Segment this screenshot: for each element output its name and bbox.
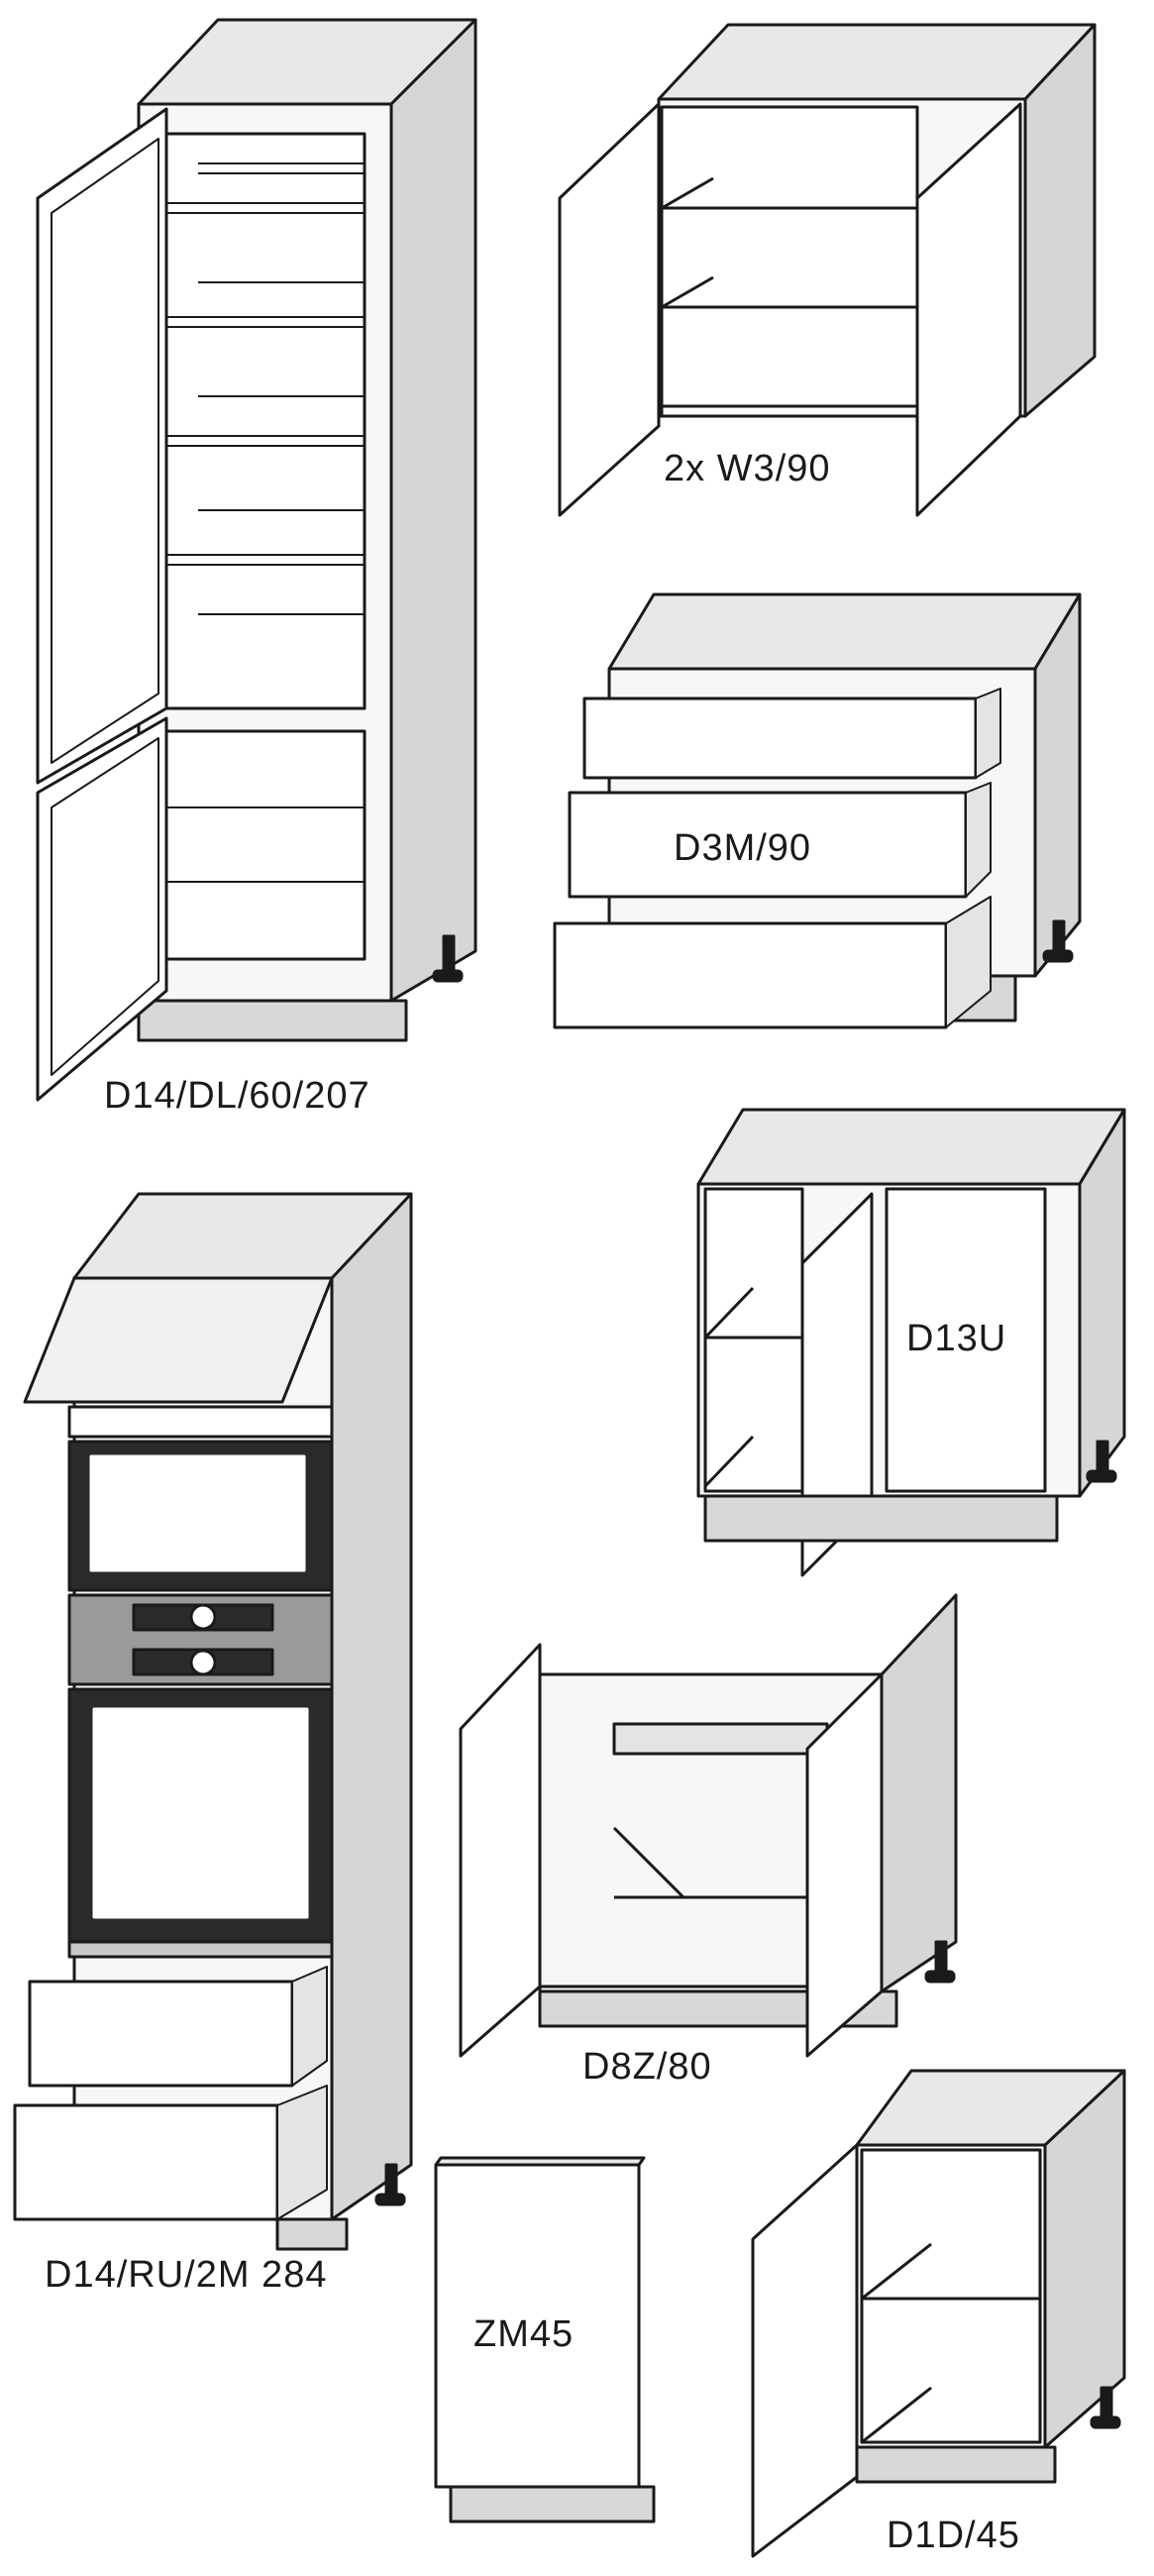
label-wall-double: 2x W3/90 — [664, 448, 831, 489]
sink-base-cabinet — [459, 1593, 958, 2058]
label-corner-base: D13U — [906, 1318, 1007, 1359]
label-drawer-base: D3M/90 — [674, 827, 812, 869]
tall-fridge-cabinet — [36, 18, 477, 1102]
label-sink-base: D8Z/80 — [582, 2046, 712, 2088]
corner-base-cabinet — [696, 1108, 1126, 1577]
wall-double-cabinet — [558, 23, 1097, 517]
label-tall-oven: D14/RU/2M 284 — [45, 2254, 328, 2296]
single-base-cabinet — [751, 2069, 1126, 2558]
drawer-base-cabinet — [553, 592, 1082, 1029]
label-single-base: D1D/45 — [887, 2515, 1020, 2556]
tall-oven-cabinet — [13, 1192, 413, 2251]
filler-panel — [434, 2156, 656, 2523]
label-filler-panel: ZM45 — [473, 2313, 575, 2355]
label-tall-fridge: D14/DL/60/207 — [104, 1075, 370, 1117]
